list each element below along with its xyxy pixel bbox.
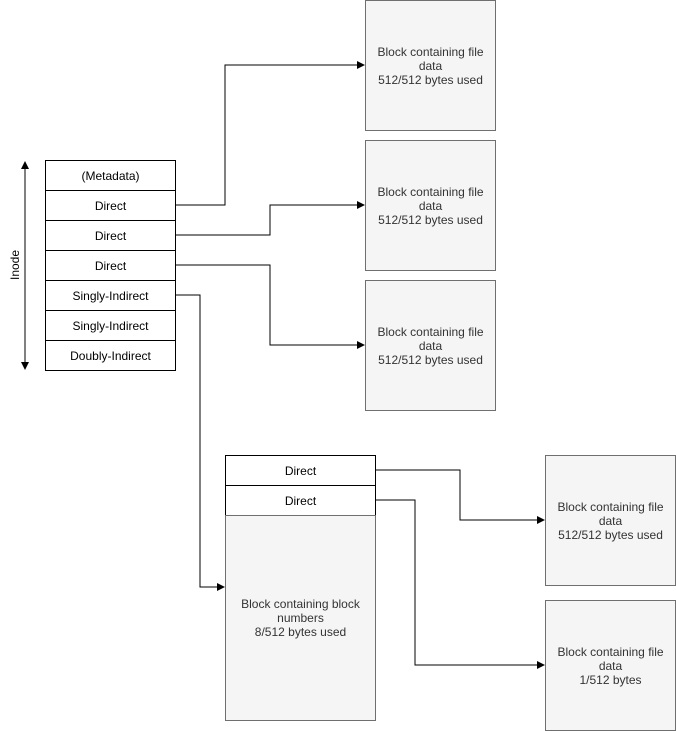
inode-entry-metadata: (Metadata) [45,160,176,191]
data-block-3-line1: Block containing file [377,324,484,339]
connector-indirect-direct-1 [375,469,545,524]
data-block-2-line2: data [418,198,443,213]
data-block-5-line3: 1/512 bytes [579,672,642,687]
data-block-4: Block containing file data 512/512 bytes… [545,455,676,586]
data-block-3-line3: 512/512 bytes used [378,352,483,367]
inode-entry-direct-2: Direct [45,220,176,251]
data-block-1-line3: 512/512 bytes used [378,72,483,87]
indirect-block-body: Block containing block numbers 8/512 byt… [225,515,376,721]
indirect-entry-direct-1: Direct [225,455,376,486]
connector-direct-1 [175,61,365,206]
inode-entry-direct-3: Direct [45,250,176,281]
data-block-4-line3: 512/512 bytes used [558,527,663,542]
data-block-1: Block containing file data 512/512 bytes… [365,0,496,131]
data-block-4-line1: Block containing file [557,499,664,514]
data-block-3: Block containing file data 512/512 bytes… [365,280,496,411]
connector-singly-indirect [175,294,225,591]
inode-entry-singly-indirect-2: Singly-Indirect [45,310,176,341]
connector-indirect-direct-2 [375,499,545,669]
indirect-entry-direct-2: Direct [225,485,376,516]
connector-direct-2 [175,201,365,236]
inode-entry-doubly-indirect: Doubly-Indirect [45,340,176,371]
data-block-5-line1: Block containing file [557,644,664,659]
connector-direct-3 [175,264,365,349]
data-block-5-line2: data [598,658,623,673]
indirect-block-line1: Block containing block [241,597,360,611]
indirect-block-line3: 8/512 bytes used [254,625,347,639]
inode-label: Inode [8,249,22,281]
inode-entry-singly-indirect-1: Singly-Indirect [45,280,176,311]
data-block-2: Block containing file data 512/512 bytes… [365,140,496,271]
data-block-4-line2: data [598,513,623,528]
data-block-1-line2: data [418,58,443,73]
data-block-1-line1: Block containing file [377,44,484,59]
indirect-block-line2: numbers [277,611,324,625]
data-block-3-line2: data [418,338,443,353]
inode-entry-direct-1: Direct [45,190,176,221]
data-block-2-line3: 512/512 bytes used [378,212,483,227]
data-block-5: Block containing file data 1/512 bytes [545,600,676,731]
data-block-2-line1: Block containing file [377,184,484,199]
